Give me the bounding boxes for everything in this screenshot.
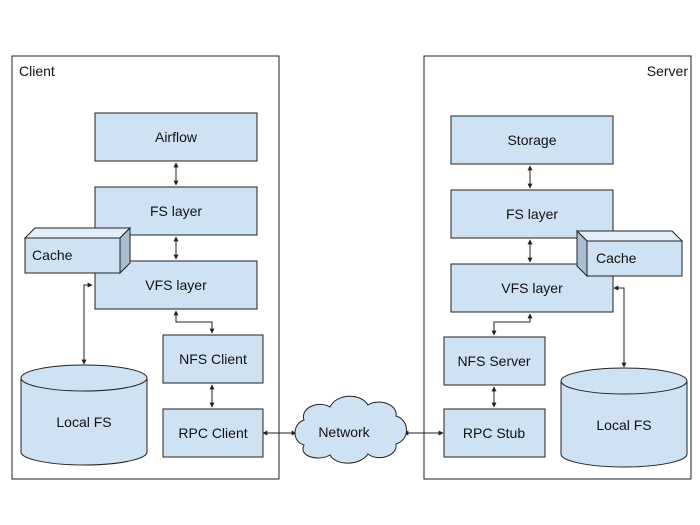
client-local-fs-cylinder: Local FS [20,364,148,466]
server-panel-label: Server [647,63,689,79]
server-cache-label: Cache [596,250,637,266]
network-label: Network [318,424,370,440]
server-edges [403,165,627,436]
server-cache-box: Cache [575,229,684,278]
client-panel-label: Client [19,63,55,79]
client-fs-layer-label: FS layer [150,203,202,219]
server-fs-layer-box: FS layer [450,189,614,239]
server-fs-layer-label: FS layer [506,206,558,222]
server-nfs-server-label: NFS Server [457,353,530,369]
client-rpc-client-box: RPC Client [162,408,264,458]
edge-vfs-nfs-server [491,313,533,336]
client-cache-box: Cache [23,226,132,275]
edge-vfs-local-fs [81,282,93,365]
server-nfs-server-box: NFS Server [443,336,546,386]
client-local-fs-label: Local FS [56,414,111,430]
client-vfs-layer-label: VFS layer [145,277,207,293]
client-nfs-client-label: NFS Client [179,351,247,367]
client-edges [81,162,297,436]
edge-vfs-local-fs-server [613,285,627,368]
edge-vfs-nfs-client [173,310,215,334]
client-fs-layer-box: FS layer [94,186,258,236]
server-vfs-layer-label: VFS layer [501,280,563,296]
client-airflow-box: Airflow [94,112,258,162]
server-storage-box: Storage [450,115,614,165]
server-local-fs-cylinder: Local FS [560,367,688,468]
server-rpc-stub-label: RPC Stub [463,425,525,441]
client-nfs-client-box: NFS Client [162,334,264,384]
server-local-fs-label: Local FS [596,417,651,433]
client-airflow-label: Airflow [155,129,198,145]
server-storage-label: Storage [507,132,556,148]
server-rpc-stub-box: RPC Stub [443,408,546,458]
client-cache-label: Cache [32,247,73,263]
network-cloud: Network [294,395,407,464]
client-rpc-client-label: RPC Client [178,425,247,441]
